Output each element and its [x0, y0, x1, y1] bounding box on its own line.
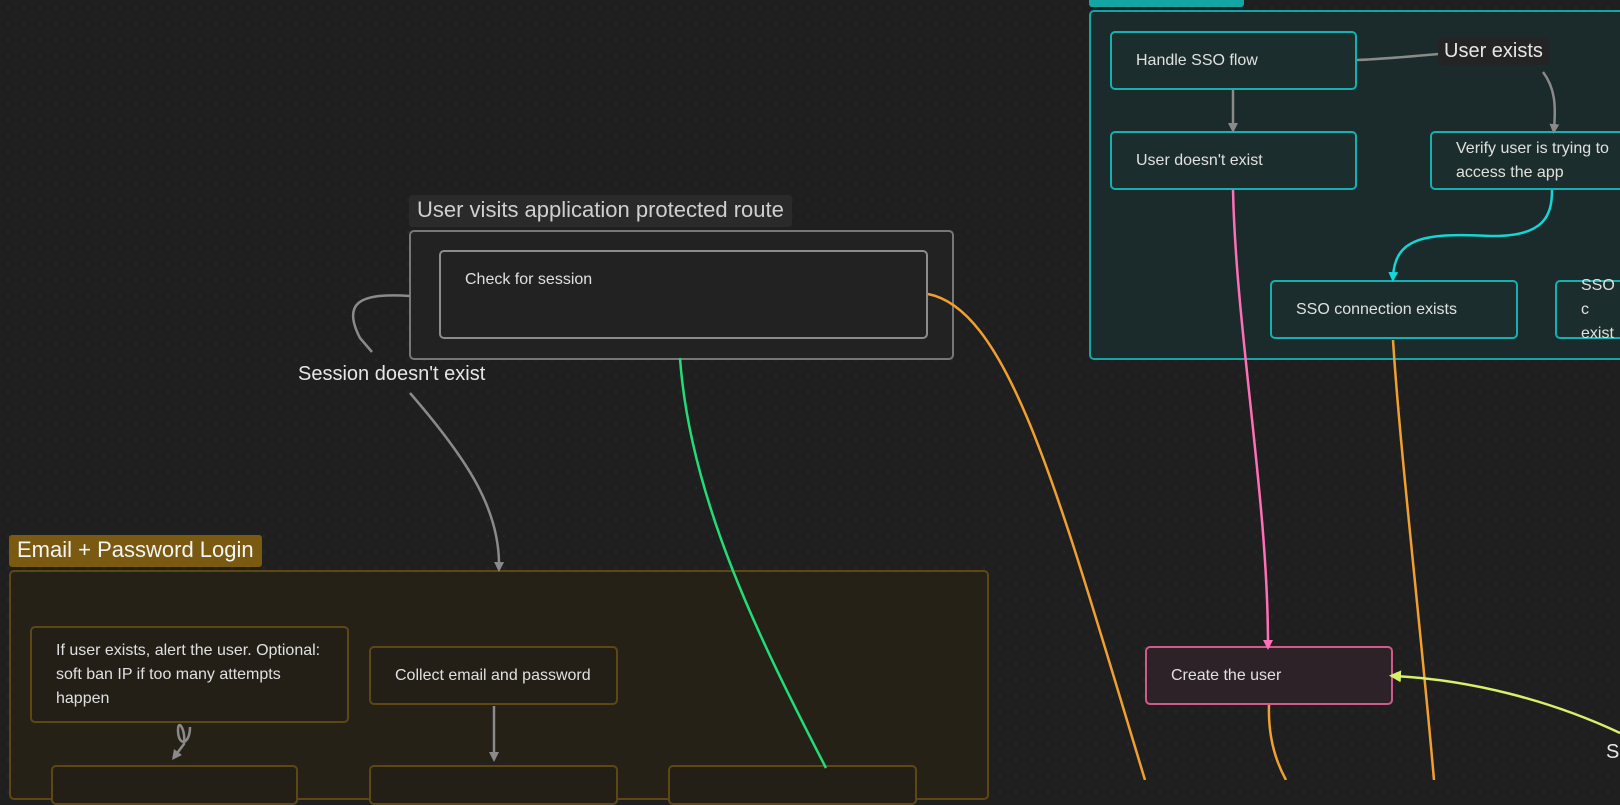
group-label-sso: [1089, 0, 1244, 7]
node-alert-user-label: If user exists, alert the user. Optional…: [56, 641, 321, 707]
edge-create-user-orange: [1267, 704, 1288, 780]
edge-session-to-email: [409, 392, 505, 572]
edge-session-loop: [351, 294, 411, 353]
edge-sso-connection-orange: [1391, 339, 1436, 780]
node-user-doesnt-exist[interactable]: User doesn't exist: [1110, 131, 1357, 190]
node-user-doesnt-exist-label: User doesn't exist: [1136, 151, 1263, 169]
node-bottom-2[interactable]: [369, 765, 618, 805]
node-bottom-1[interactable]: [51, 765, 298, 805]
node-verify-user-label: Verify user is trying to access the app: [1456, 139, 1609, 181]
node-check-session[interactable]: Check for session: [439, 250, 928, 339]
edge-label-session-doesnt-exist: Session doesn't exist: [292, 361, 492, 388]
edge-label-user-exists: User exists: [1438, 38, 1549, 65]
node-sso-connection-partial[interactable]: SSO c exist: [1555, 277, 1620, 342]
group-label-email: Email + Password Login: [9, 535, 262, 567]
node-create-user[interactable]: Create the user: [1145, 646, 1393, 705]
node-sso-connection-exists-label: SSO connection exists: [1296, 300, 1457, 318]
node-check-session-label: Check for session: [465, 271, 593, 288]
node-collect-email[interactable]: Collect email and password: [369, 646, 618, 705]
edge-yellow-to-create: [1389, 670, 1620, 735]
edge-label-partial-s: S: [1600, 739, 1620, 766]
node-create-user-label: Create the user: [1171, 666, 1282, 684]
group-label-visits: User visits application protected route: [409, 195, 792, 227]
node-handle-sso-label: Handle SSO flow: [1136, 51, 1258, 69]
node-verify-user[interactable]: Verify user is trying to access the app: [1430, 131, 1620, 190]
node-sso-connection-partial-label: SSO c exist: [1581, 276, 1615, 342]
node-alert-user[interactable]: If user exists, alert the user. Optional…: [30, 626, 349, 723]
node-sso-connection-exists[interactable]: SSO connection exists: [1270, 280, 1518, 339]
node-collect-email-label: Collect email and password: [395, 666, 591, 684]
node-bottom-3[interactable]: [668, 765, 917, 805]
node-handle-sso[interactable]: Handle SSO flow: [1110, 31, 1357, 90]
